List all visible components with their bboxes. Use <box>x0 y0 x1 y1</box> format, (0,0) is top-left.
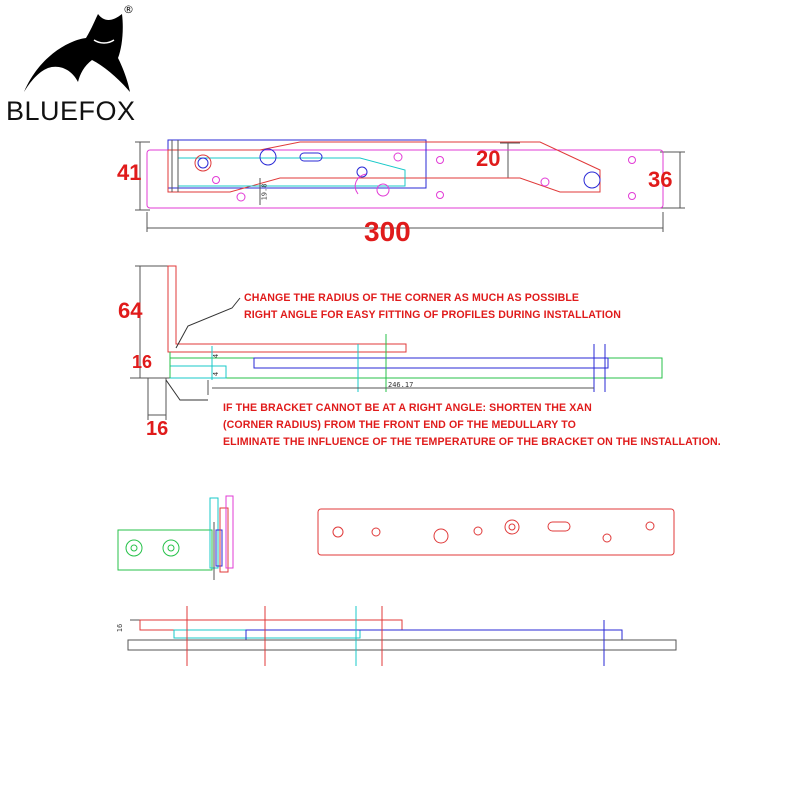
dimension-300: 300 <box>364 216 411 247</box>
label-19-8: 19.8 <box>260 183 269 201</box>
label-16-bottom: 16 <box>116 623 125 633</box>
brand-name: BLUEFOX <box>6 96 136 126</box>
dimension-20: 20 <box>476 146 501 171</box>
label-246-17: 246.17 <box>388 381 414 389</box>
dimension-16-horizontal: 16 <box>146 418 169 440</box>
dimension-64: 64 <box>118 298 143 323</box>
dimension-36: 36 <box>648 167 673 192</box>
bluefox-logo-icon <box>24 14 130 92</box>
bottom-stack-view <box>127 606 677 666</box>
top-bracket-view <box>135 139 685 232</box>
note-bracket-line3: ELIMINATE THE INFLUENCE OF THE TEMPERATU… <box>223 436 721 448</box>
dimension-41: 41 <box>117 160 142 185</box>
note-corner-line1: CHANGE THE RADIUS OF THE CORNER AS MUCH … <box>244 292 580 304</box>
end-bracket-view <box>117 495 234 580</box>
note-corner-line2: RIGHT ANGLE FOR EASY FITTING OF PROFILES… <box>244 309 621 321</box>
side-profile-view <box>130 265 663 420</box>
flat-plate-view <box>317 508 675 556</box>
dimension-16-vertical: 16 <box>132 352 153 372</box>
note-bracket-line2: (CORNER RADIUS) FROM THE FRONT END OF TH… <box>223 419 577 431</box>
note-bracket-line1: IF THE BRACKET CANNOT BE AT A RIGHT ANGL… <box>223 402 592 414</box>
registered-mark: ® <box>123 3 134 16</box>
label-4-a: 4 <box>212 353 221 359</box>
label-4-b: 4 <box>212 371 221 377</box>
